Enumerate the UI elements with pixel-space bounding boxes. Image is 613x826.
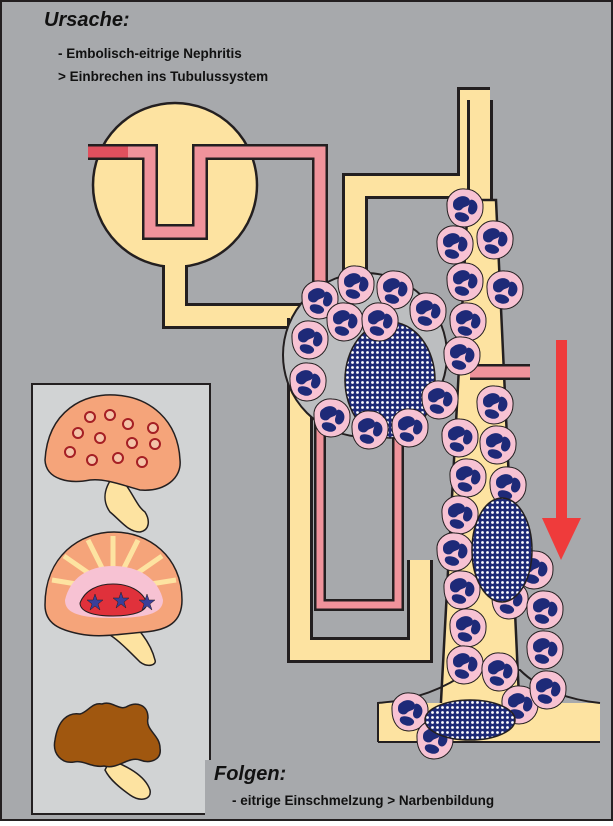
cause-line-1: - Embolisch-eitrige Nephritis [58,46,242,61]
inset-panel [32,384,210,814]
pus-discharge [425,700,515,740]
cause-line-2: > Einbrechen ins Tubulussystem [58,69,268,84]
pus-plug [472,498,532,602]
glomerular-capsule [93,103,257,267]
consequences-line-1: - eitrige Einschmelzung > Narbenbildung [232,793,494,808]
consequences-heading: Folgen: [214,763,286,786]
cause-heading: Ursache: [44,9,130,32]
